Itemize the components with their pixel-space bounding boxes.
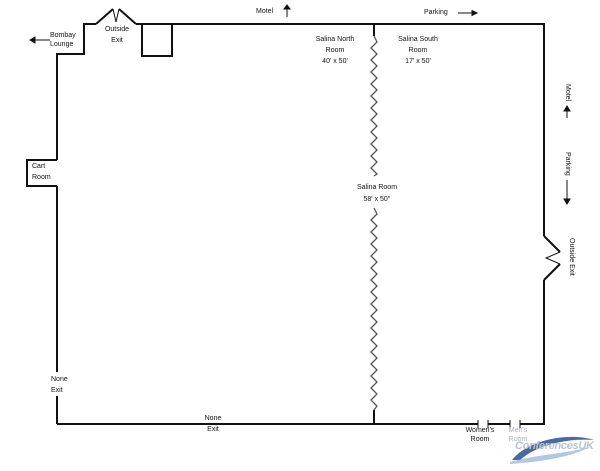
arrow-left-icon [29,36,50,44]
arrow-up-icon [563,105,571,118]
salina-north-line2: Room [325,47,345,54]
motel-right-label: Motel [564,84,571,102]
bombay-lounge-line1: Bombay [50,32,76,39]
salina-north-label: Salina North Room 40' x 50' [305,35,365,66]
salina-south-label: Salina South Room 17' x 50' [388,35,448,66]
restroom-doors [477,420,521,428]
none-exit-bottom-line1: None [204,415,222,422]
folding-partition-lower [370,207,378,411]
womens-room-line1: Women's [465,427,495,434]
none-exit-bottom-label: None Exit [198,414,228,434]
top-exit-door [95,8,137,25]
cart-room-line2: Room [32,174,51,181]
salina-south-line2: Room [408,47,428,54]
parking-right-label: Parking [564,152,571,176]
right-exit-door [543,235,561,281]
mens-room-label: Men's Room [502,426,534,444]
bombay-lounge-label: Bombay Lounge [50,31,76,49]
salina-room-label: Salina Room 58' x 50'' [345,183,409,204]
arrow-down-icon [563,180,571,205]
cart-room-line1: Cart [32,163,46,170]
folding-partition-upper [370,35,379,177]
none-exit-left-label: None Exit [51,375,68,395]
womens-room-line2: Room [470,436,490,443]
none-exit-left-line1: None [51,376,68,383]
salina-room-line1: Salina Room [356,184,398,191]
salina-south-line1: Salina South [398,36,438,43]
parking-top-label: Parking [424,9,448,16]
conferencesuk-logo-text: ConferencesUK [515,440,594,452]
outside-exit-top-label: Outside Exit [98,25,136,45]
outside-exit-top-line1: Outside [104,26,130,33]
bombay-lounge-line2: Lounge [50,41,74,48]
arrow-up-icon [283,4,291,17]
arrow-right-icon [458,9,479,17]
outside-exit-top-line2: Exit [111,37,123,44]
outer-walls [26,23,545,425]
none-exit-bottom-line2: Exit [207,426,219,433]
salina-south-dims: 17' x 50' [405,58,431,65]
motel-top-label: Motel [256,8,274,15]
none-exit-left-line2: Exit [51,387,63,394]
salina-north-line1: Salina North [315,36,355,43]
mens-room-line2: Room [508,436,528,443]
conferencesuk-logo [510,436,594,464]
cart-room-label: Cart Room [32,162,51,182]
salina-room-dims: 58' x 50'' [363,196,391,203]
mens-room-line1: Men's [508,427,528,434]
salina-north-dims: 40' x 50' [322,58,348,65]
outside-exit-right-label: Outside Exit [568,238,575,276]
womens-room-label: Women's Room [462,426,498,444]
